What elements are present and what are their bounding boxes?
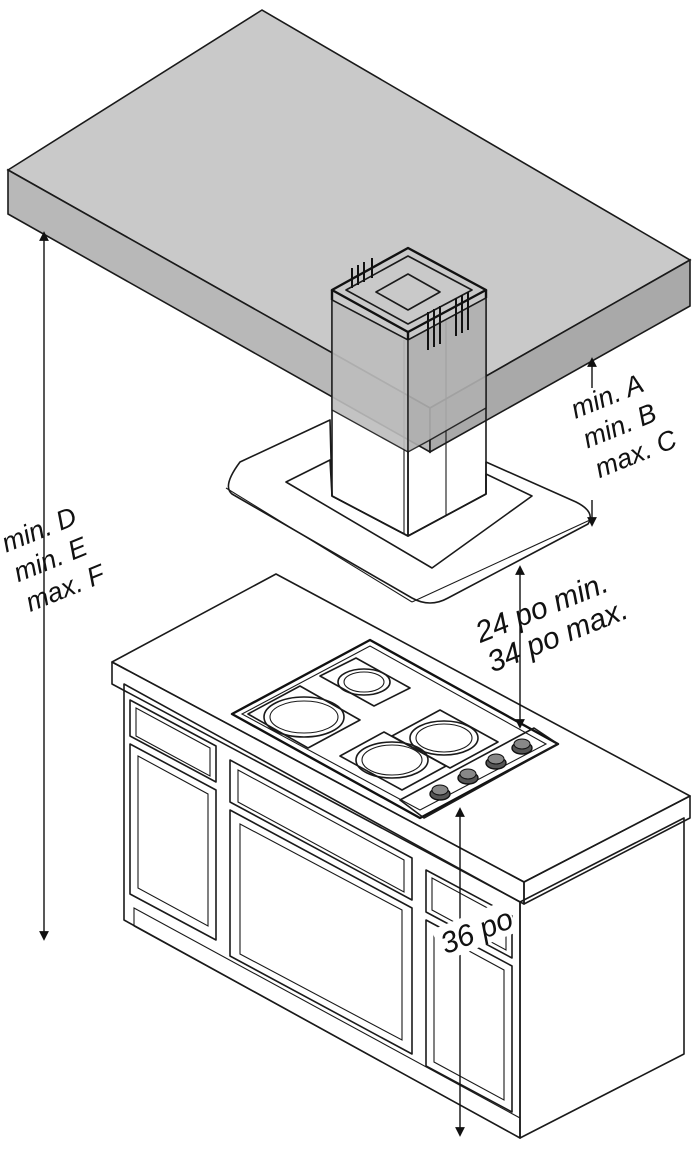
- chimney-vent-slots: [351, 258, 469, 350]
- countertop-side-edge: [523, 795, 691, 905]
- burner-front-center: [355, 741, 429, 779]
- door-left: [129, 743, 217, 941]
- cooktop-control-strip: [399, 727, 559, 819]
- cooktop: [230, 638, 560, 820]
- island-cabinet: [111, 573, 691, 1139]
- label-36-po: 36 po: [436, 902, 518, 961]
- door-center: [229, 809, 413, 1055]
- cabinet-side: [519, 817, 685, 1139]
- canopy-inner-plate: [285, 459, 533, 569]
- burner-small-back: [337, 668, 391, 696]
- burner-large-left: [263, 696, 345, 738]
- knob-3-icon: [485, 753, 507, 770]
- drawer-left: [129, 699, 217, 783]
- canopy-outer: [227, 419, 592, 604]
- dimension-arrows: [39, 231, 597, 1137]
- knob-1-icon: [429, 784, 451, 801]
- burner-right: [409, 720, 479, 756]
- door-right: [425, 919, 513, 1113]
- hood-chimney: [330, 246, 488, 537]
- drawer-center: [229, 759, 413, 901]
- hood-canopy: [225, 419, 592, 604]
- knob-2-icon: [457, 768, 479, 785]
- drawer-right: [425, 869, 513, 959]
- hood-clearance-labels: 24 po min. 34 po max.: [470, 566, 633, 679]
- counter-height-label-group: 36 po: [431, 900, 519, 962]
- burner-zones: [247, 657, 499, 791]
- overall-dimension-labels: min. D min. E max. F: [0, 501, 110, 617]
- ceiling-dimension-labels: min. A min. B max. C: [567, 368, 682, 483]
- knob-4-icon: [511, 738, 533, 755]
- cooktop-knobs: [429, 738, 533, 801]
- ceiling-slab: [6, 9, 692, 454]
